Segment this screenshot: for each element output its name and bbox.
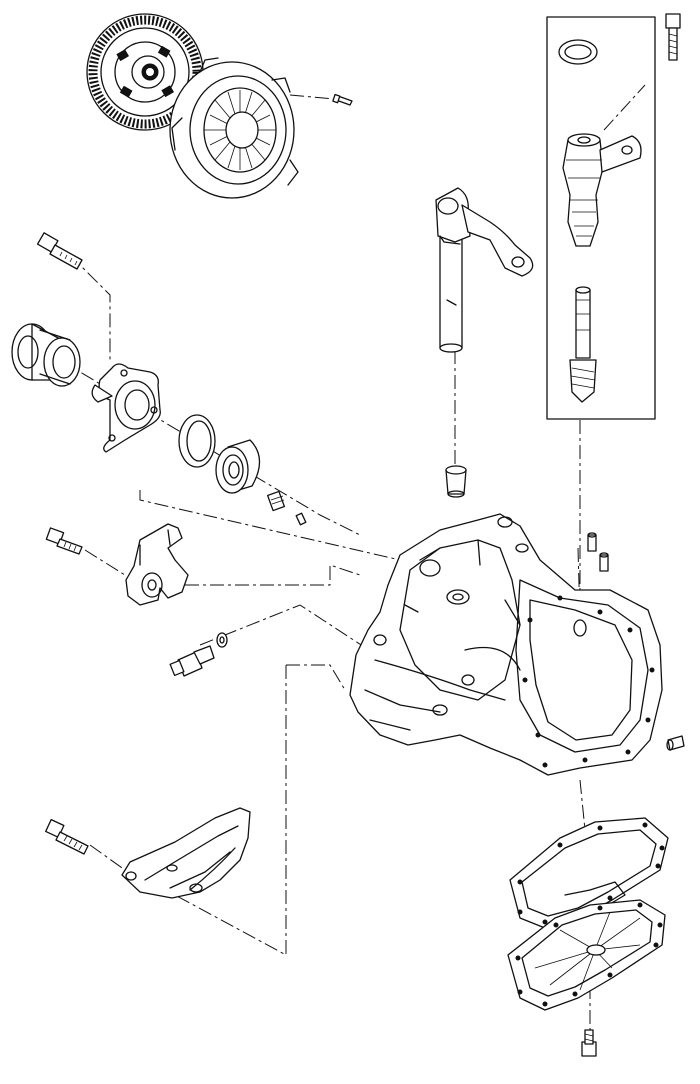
- gasket-small: [216, 632, 228, 648]
- pressure-plate: [169, 57, 299, 199]
- vent-pins: [587, 532, 609, 572]
- plug: [266, 490, 286, 512]
- clutch-housing-cover: [121, 807, 251, 899]
- speedometer-bolt: [665, 13, 681, 61]
- release-bearing-guide-bolt: [36, 232, 83, 270]
- release-bearing: [11, 323, 81, 387]
- pressure-plate-bolt: [332, 93, 353, 106]
- speedometer-driven-gear: [569, 286, 597, 403]
- oil-pan-bolt: [581, 1029, 597, 1057]
- oil-pan: [507, 899, 666, 1011]
- input-shaft-bearing: [215, 439, 261, 494]
- clutch-housing: [349, 513, 663, 776]
- release-fork: [125, 523, 189, 606]
- pin: [295, 512, 307, 526]
- bushing: [445, 465, 467, 498]
- speedometer-assembly: [546, 13, 681, 420]
- back-up-lamp-switch: [169, 645, 215, 677]
- shim: [178, 414, 216, 468]
- release-bearing-guide: [91, 363, 161, 453]
- clutch-disc: [86, 13, 204, 131]
- release-fork-bolt: [45, 527, 83, 555]
- speedometer-driven-gear-housing: [562, 133, 642, 247]
- seal-ring: [558, 39, 598, 65]
- cover-bolt: [45, 818, 89, 855]
- oil-pan-gasket: [509, 817, 669, 929]
- release-shaft: [435, 187, 534, 353]
- drain-plug: [666, 735, 685, 751]
